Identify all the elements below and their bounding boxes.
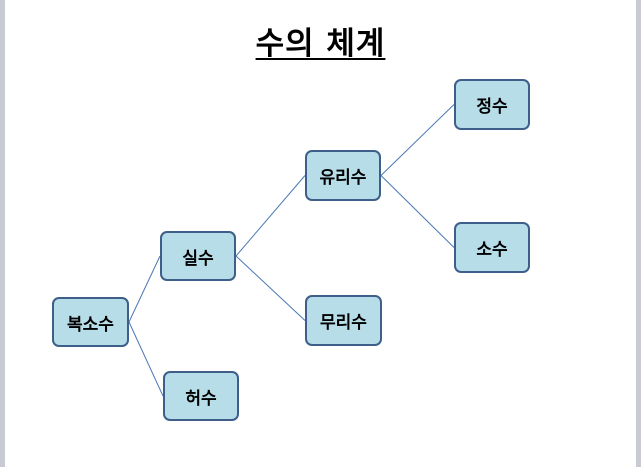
diagram-title: 수의 체계 <box>0 18 641 63</box>
node-real: 실수 <box>160 231 236 281</box>
diagram-title-text: 수의 체계 <box>255 26 386 62</box>
connector-complex-imaginary <box>128 321 164 397</box>
node-irrational: 무리수 <box>305 295 382 346</box>
connector-complex-real <box>128 255 161 323</box>
connector-real-rational <box>235 175 306 257</box>
left-border <box>0 0 5 467</box>
node-complex: 복소수 <box>52 297 129 347</box>
node-decimal: 소수 <box>454 222 530 273</box>
node-rational: 유리수 <box>305 150 381 201</box>
right-border <box>636 0 641 467</box>
connector-real-irrational <box>235 255 306 321</box>
connector-rational-integer <box>380 104 455 176</box>
connector-rational-decimal <box>380 175 455 248</box>
node-integer: 정수 <box>454 79 530 130</box>
node-imaginary: 허수 <box>163 371 239 421</box>
